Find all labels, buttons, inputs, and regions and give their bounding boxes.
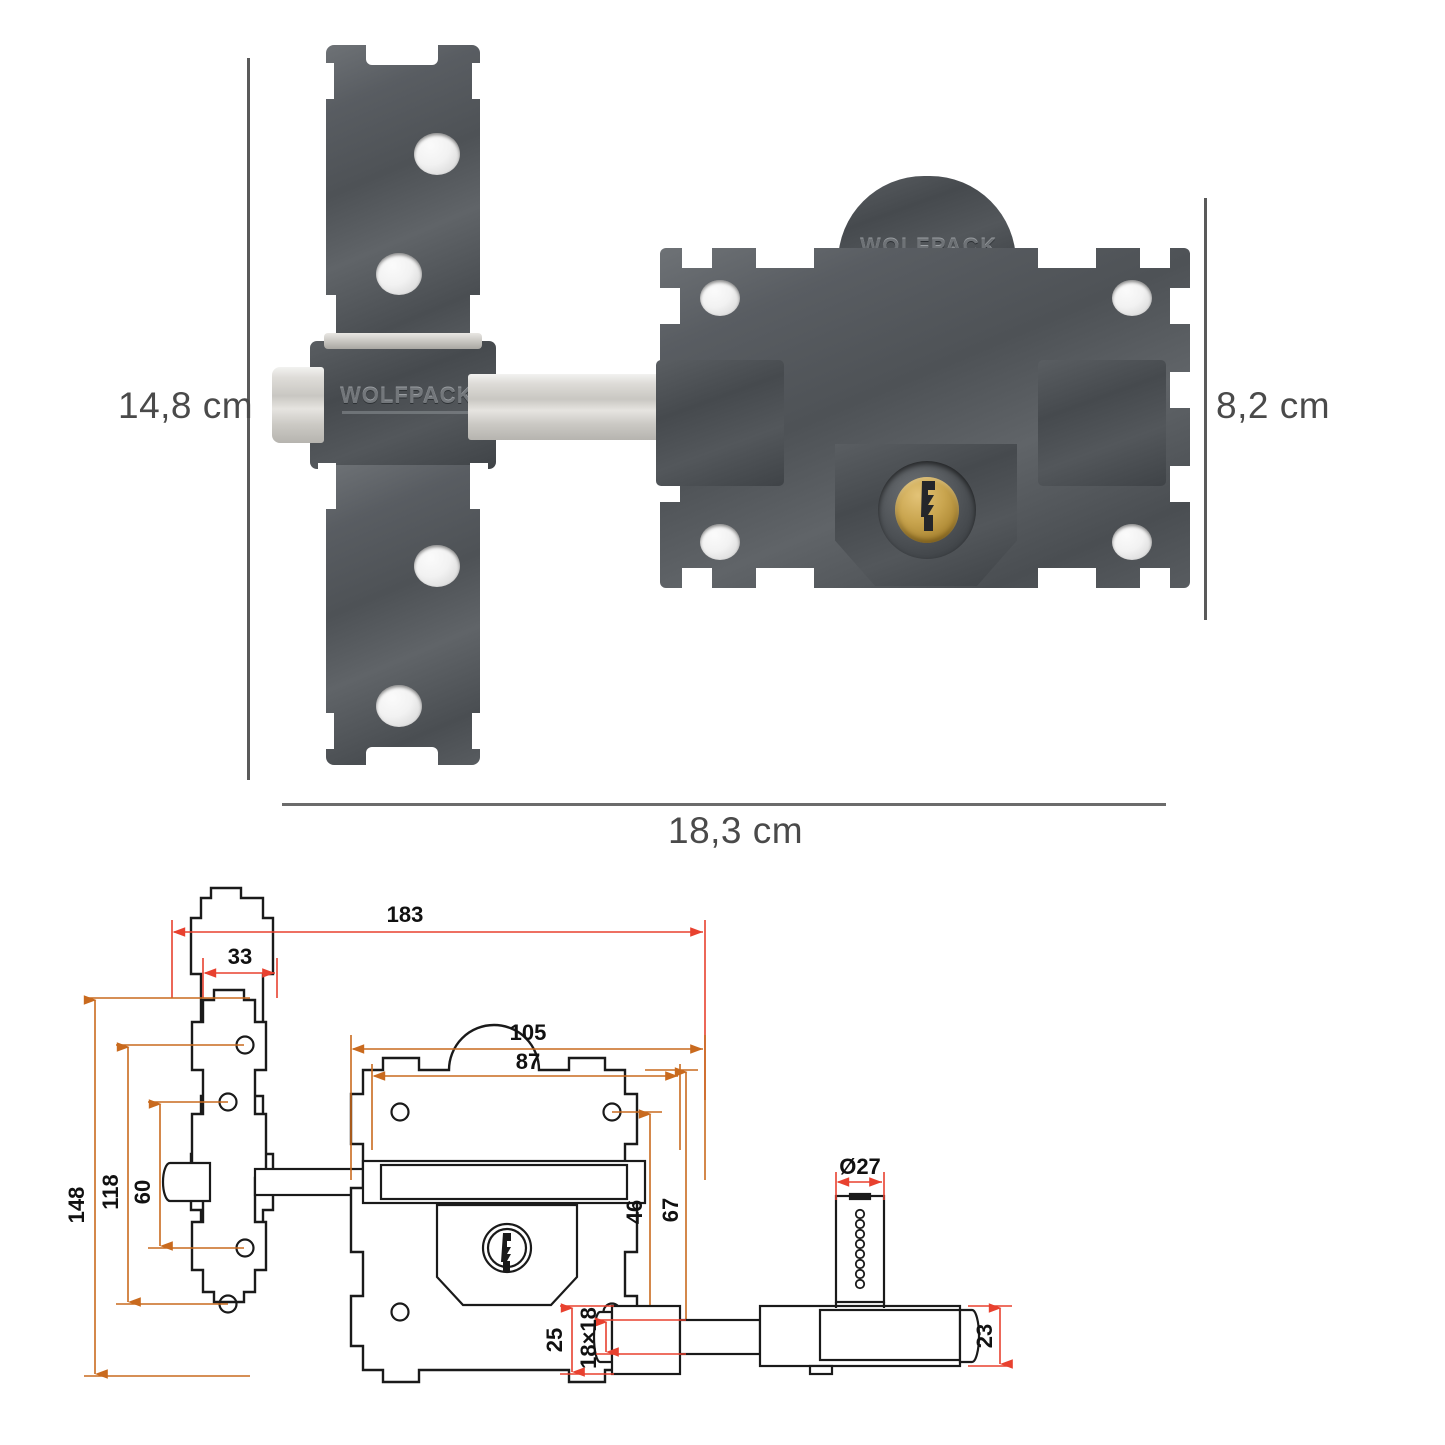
width-dimension-line: [282, 803, 1166, 806]
dimension-87-label: 87: [516, 1049, 540, 1074]
lock-body-notch-left-1: [658, 288, 680, 324]
lock-body-screw-hole-tr: [1112, 280, 1152, 316]
dimension-33: [202, 958, 278, 998]
lock-body-notch-tl: [682, 246, 712, 268]
bolt-guide-left: [656, 360, 784, 486]
depth-dimension-line: [1204, 198, 1207, 620]
lock-body-notch-bl2: [756, 568, 814, 592]
dimension-46-label: 46: [622, 1200, 647, 1224]
strike-plate-waist-right-lower: [470, 463, 488, 509]
dimension-67-label: 67: [658, 1198, 683, 1222]
strike-plate-bolt-stub: [272, 367, 324, 443]
strike-plate-screw-hole-4: [376, 685, 422, 727]
keyway-icon: [921, 481, 935, 531]
strike-plate-bottom-left-cut: [318, 713, 334, 749]
strike-plate-bottom-notch: [366, 747, 438, 771]
lock-body-notch-tr2: [1038, 246, 1096, 268]
dimension-18x18-label: 18×18: [576, 1307, 601, 1369]
dimension-148: [83, 995, 250, 1379]
strike-plate-top-notch: [366, 43, 438, 65]
dimension-23-label: 23: [972, 1324, 997, 1348]
drawing-hole-lb-tl: [390, 1102, 410, 1122]
height-dimension-label: 14,8 cm: [118, 385, 254, 426]
strike-plate-screw-hole-1: [414, 133, 460, 175]
drawing-bolt-through-body: [361, 1159, 647, 1205]
dimension-25-label: 25: [542, 1328, 567, 1352]
drawing-hole-lb-bl: [390, 1302, 410, 1322]
dimension-d27: [835, 1172, 885, 1200]
technical-drawing-panel: 183 33 105 87: [0, 880, 1445, 1445]
dimension-105-label: 105: [510, 1020, 547, 1045]
dimension-60-label: 60: [130, 1180, 155, 1204]
technical-drawing-svg: 183 33 105 87: [64, 886, 1013, 1384]
dimension-33-label: 33: [228, 944, 252, 969]
drawing-strike-plate-clean: [190, 988, 268, 1304]
drawing-cylinder-pins: [854, 1208, 866, 1290]
strike-plate-top-right-cut: [472, 63, 488, 99]
height-dimension-line: [247, 58, 250, 780]
lock-body-screw-hole-tl: [700, 280, 740, 316]
lock-body-notch-right-2: [1170, 372, 1192, 408]
lock-body: WOLFPACK: [656, 176, 1192, 592]
strike-plate-top-left-cut: [318, 63, 334, 99]
lock-body-notch-right-3: [1170, 466, 1192, 502]
strike-plate-waist-left-lower: [318, 463, 336, 509]
bolt-guide-right: [1038, 360, 1166, 486]
dimension-105: [350, 1035, 706, 1180]
lock-body-notch-bl: [682, 568, 712, 592]
strike-plate-screw-hole-2: [376, 253, 422, 295]
lock-body-notch-tr: [1140, 246, 1170, 268]
lock-body-notch-br: [1140, 568, 1170, 592]
width-dimension-label: 18,3 cm: [668, 810, 804, 851]
drawing-strike-bolt-stub: [161, 1161, 212, 1203]
dimension-60: [148, 1099, 244, 1251]
dimension-183-label: 183: [387, 902, 424, 927]
strike-plate-screw-hole-3: [414, 545, 460, 587]
strike-plate: WOLFPACK: [272, 43, 496, 780]
dimension-18x18: [594, 1317, 686, 1357]
drawing-bolt-bar: [253, 1167, 367, 1197]
lock-body-notch-tl2: [756, 246, 814, 268]
drawing-side-view: [592, 1302, 981, 1376]
strike-plate-bottom-right-cut: [472, 713, 488, 749]
lock-body-screw-hole-br: [1112, 524, 1152, 560]
strike-plate-housing-top-highlight: [324, 333, 482, 349]
dimension-23: [968, 1303, 1013, 1369]
lock-body-screw-hole-bl: [700, 524, 740, 560]
lock-body-notch-right-1: [1170, 288, 1192, 324]
lock-body-notch-br2: [1038, 568, 1096, 592]
strike-plate-housing: [310, 341, 496, 469]
strike-plate-brand-text: WOLFPACK: [340, 383, 474, 408]
dimension-148-label: 148: [64, 1187, 89, 1224]
depth-dimension-label: 8,2 cm: [1216, 385, 1331, 426]
drawing-cylinder-escutcheon: [435, 1203, 579, 1307]
dimension-118-label: 118: [98, 1174, 123, 1210]
dimension-25: [560, 1303, 614, 1377]
product-photo-panel: 14,8 cm 8,2 cm 18,3 cm WOLFPACK: [118, 43, 1331, 851]
dimension-118: [116, 1042, 244, 1307]
dimension-d27-label: Ø27: [839, 1154, 881, 1179]
strike-plate-upper-arm: [326, 45, 480, 345]
strike-plate-brand-underline: [342, 411, 468, 414]
